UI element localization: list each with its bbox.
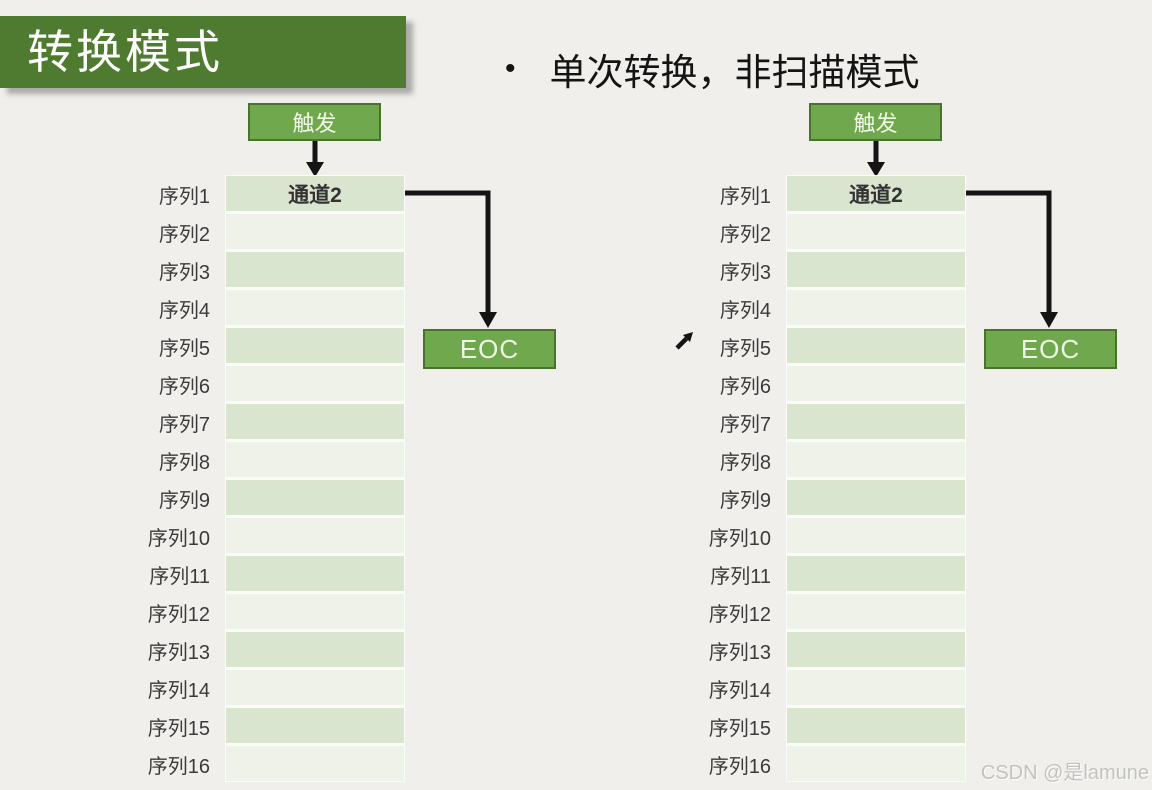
- sequence-row: [787, 328, 965, 363]
- sequence-row: [787, 480, 965, 515]
- sequence-label: 序列9: [158, 489, 210, 512]
- sequence-label: 序列5: [719, 337, 771, 360]
- eoc-elbow-line: [404, 190, 491, 314]
- eoc-arrowhead-icon: [1040, 312, 1058, 328]
- sequence-row: [226, 670, 404, 705]
- sequence-label: 序列4: [719, 299, 771, 322]
- sequence-row: [787, 442, 965, 477]
- sequence-label: 序列13: [708, 641, 771, 664]
- sequence-row: [226, 480, 404, 515]
- sequence-label: 序列10: [147, 527, 210, 550]
- sequence-label: 序列2: [158, 223, 210, 246]
- sequence-row: [787, 252, 965, 287]
- sequence-label: 序列1: [719, 185, 771, 208]
- sequence-label: 序列3: [719, 261, 771, 284]
- sequence-label: 序列2: [719, 223, 771, 246]
- sequence-label: 序列8: [158, 451, 210, 474]
- eoc-box: EOC: [423, 329, 556, 369]
- page-title: 转换模式: [0, 16, 406, 88]
- sequence-row: [787, 556, 965, 591]
- flow-arrows: [867, 141, 1058, 328]
- sequence-row: [226, 290, 404, 325]
- sequence-row: [787, 366, 965, 401]
- sequence-table: 通道2: [786, 175, 966, 782]
- trigger-arrowhead-icon: [306, 162, 324, 177]
- sequence-label: 序列10: [708, 527, 771, 550]
- sequence-row: [787, 632, 965, 667]
- sequence-row: [226, 404, 404, 439]
- sequence-row: 通道2: [787, 176, 965, 211]
- sequence-label: 序列16: [147, 755, 210, 778]
- sequence-row: [226, 632, 404, 667]
- flow-arrows: [306, 141, 497, 328]
- sequence-label-column: 序列1 序列2 序列3 序列4 序列5 序列6 序列7 序列8 序列9 序列10 序列11 序列12 序…: [687, 175, 771, 783]
- sequence-label: 序列8: [719, 451, 771, 474]
- sequence-label: 序列15: [708, 717, 771, 740]
- sequence-row: 通道2: [226, 176, 404, 211]
- sequence-row: [787, 214, 965, 249]
- sequence-label: 序列7: [158, 413, 210, 436]
- bullet-marker: •: [505, 52, 516, 85]
- sequence-label: 序列15: [147, 717, 210, 740]
- sequence-row: [226, 708, 404, 743]
- eoc-arrowhead-icon: [479, 312, 497, 328]
- sequence-label: 序列16: [708, 755, 771, 778]
- trigger-box: 触发: [248, 103, 381, 141]
- bullet-item: • 单次转换，非扫描模式: [505, 42, 1065, 96]
- channel-cell: 通道2: [849, 183, 903, 207]
- trigger-box: 触发: [809, 103, 942, 141]
- sequence-label: 序列14: [147, 679, 210, 702]
- sequence-table: 通道2: [225, 175, 405, 782]
- sequence-row: [226, 442, 404, 477]
- sequence-row: [226, 556, 404, 591]
- trigger-label: 触发: [853, 111, 898, 136]
- sequence-label: 序列14: [708, 679, 771, 702]
- sequence-label-column: 序列1 序列2 序列3 序列4 序列5 序列6 序列7 序列8 序列9 序列10 序列11 序列12 序…: [126, 175, 210, 783]
- sequence-label: 序列11: [710, 565, 771, 588]
- sequence-label: 序列7: [719, 413, 771, 436]
- sequence-label: 序列12: [147, 603, 210, 626]
- sequence-row: [226, 518, 404, 553]
- trigger-arrowhead-icon: [867, 162, 885, 177]
- sequence-row: [226, 746, 404, 781]
- trigger-label: 触发: [292, 111, 337, 136]
- sequence-label: 序列3: [158, 261, 210, 284]
- sequence-row: [787, 594, 965, 629]
- sequence-label: 序列12: [708, 603, 771, 626]
- channel-cell: 通道2: [288, 183, 342, 207]
- sequence-row: [226, 366, 404, 401]
- page-title-label: 转换模式: [27, 26, 223, 78]
- sequence-label: 序列4: [158, 299, 210, 322]
- mouse-cursor-icon: [675, 332, 693, 350]
- sequence-label: 序列5: [158, 337, 210, 360]
- sequence-row: [226, 328, 404, 363]
- sequence-row: [226, 252, 404, 287]
- sequence-row: [226, 594, 404, 629]
- sequence-label: 序列11: [149, 565, 210, 588]
- sequence-row: [226, 214, 404, 249]
- eoc-label: EOC: [1020, 333, 1081, 364]
- sequence-label: 序列6: [158, 375, 210, 398]
- sequence-label: 序列13: [147, 641, 210, 664]
- sequence-label: 序列6: [719, 375, 771, 398]
- sequence-label: 序列1: [158, 185, 210, 208]
- watermark: CSDN @是lamune: [980, 762, 1149, 784]
- eoc-box: EOC: [984, 329, 1117, 369]
- sequence-row: [787, 670, 965, 705]
- sequence-row: [787, 518, 965, 553]
- sequence-row: [787, 290, 965, 325]
- sequence-label: 序列9: [719, 489, 771, 512]
- sequence-row: [787, 708, 965, 743]
- eoc-label: EOC: [459, 333, 520, 364]
- bullet-text: 单次转换，非扫描模式: [549, 52, 920, 93]
- sequence-row: [787, 404, 965, 439]
- eoc-elbow-line: [965, 190, 1052, 314]
- sequence-row: [787, 746, 965, 781]
